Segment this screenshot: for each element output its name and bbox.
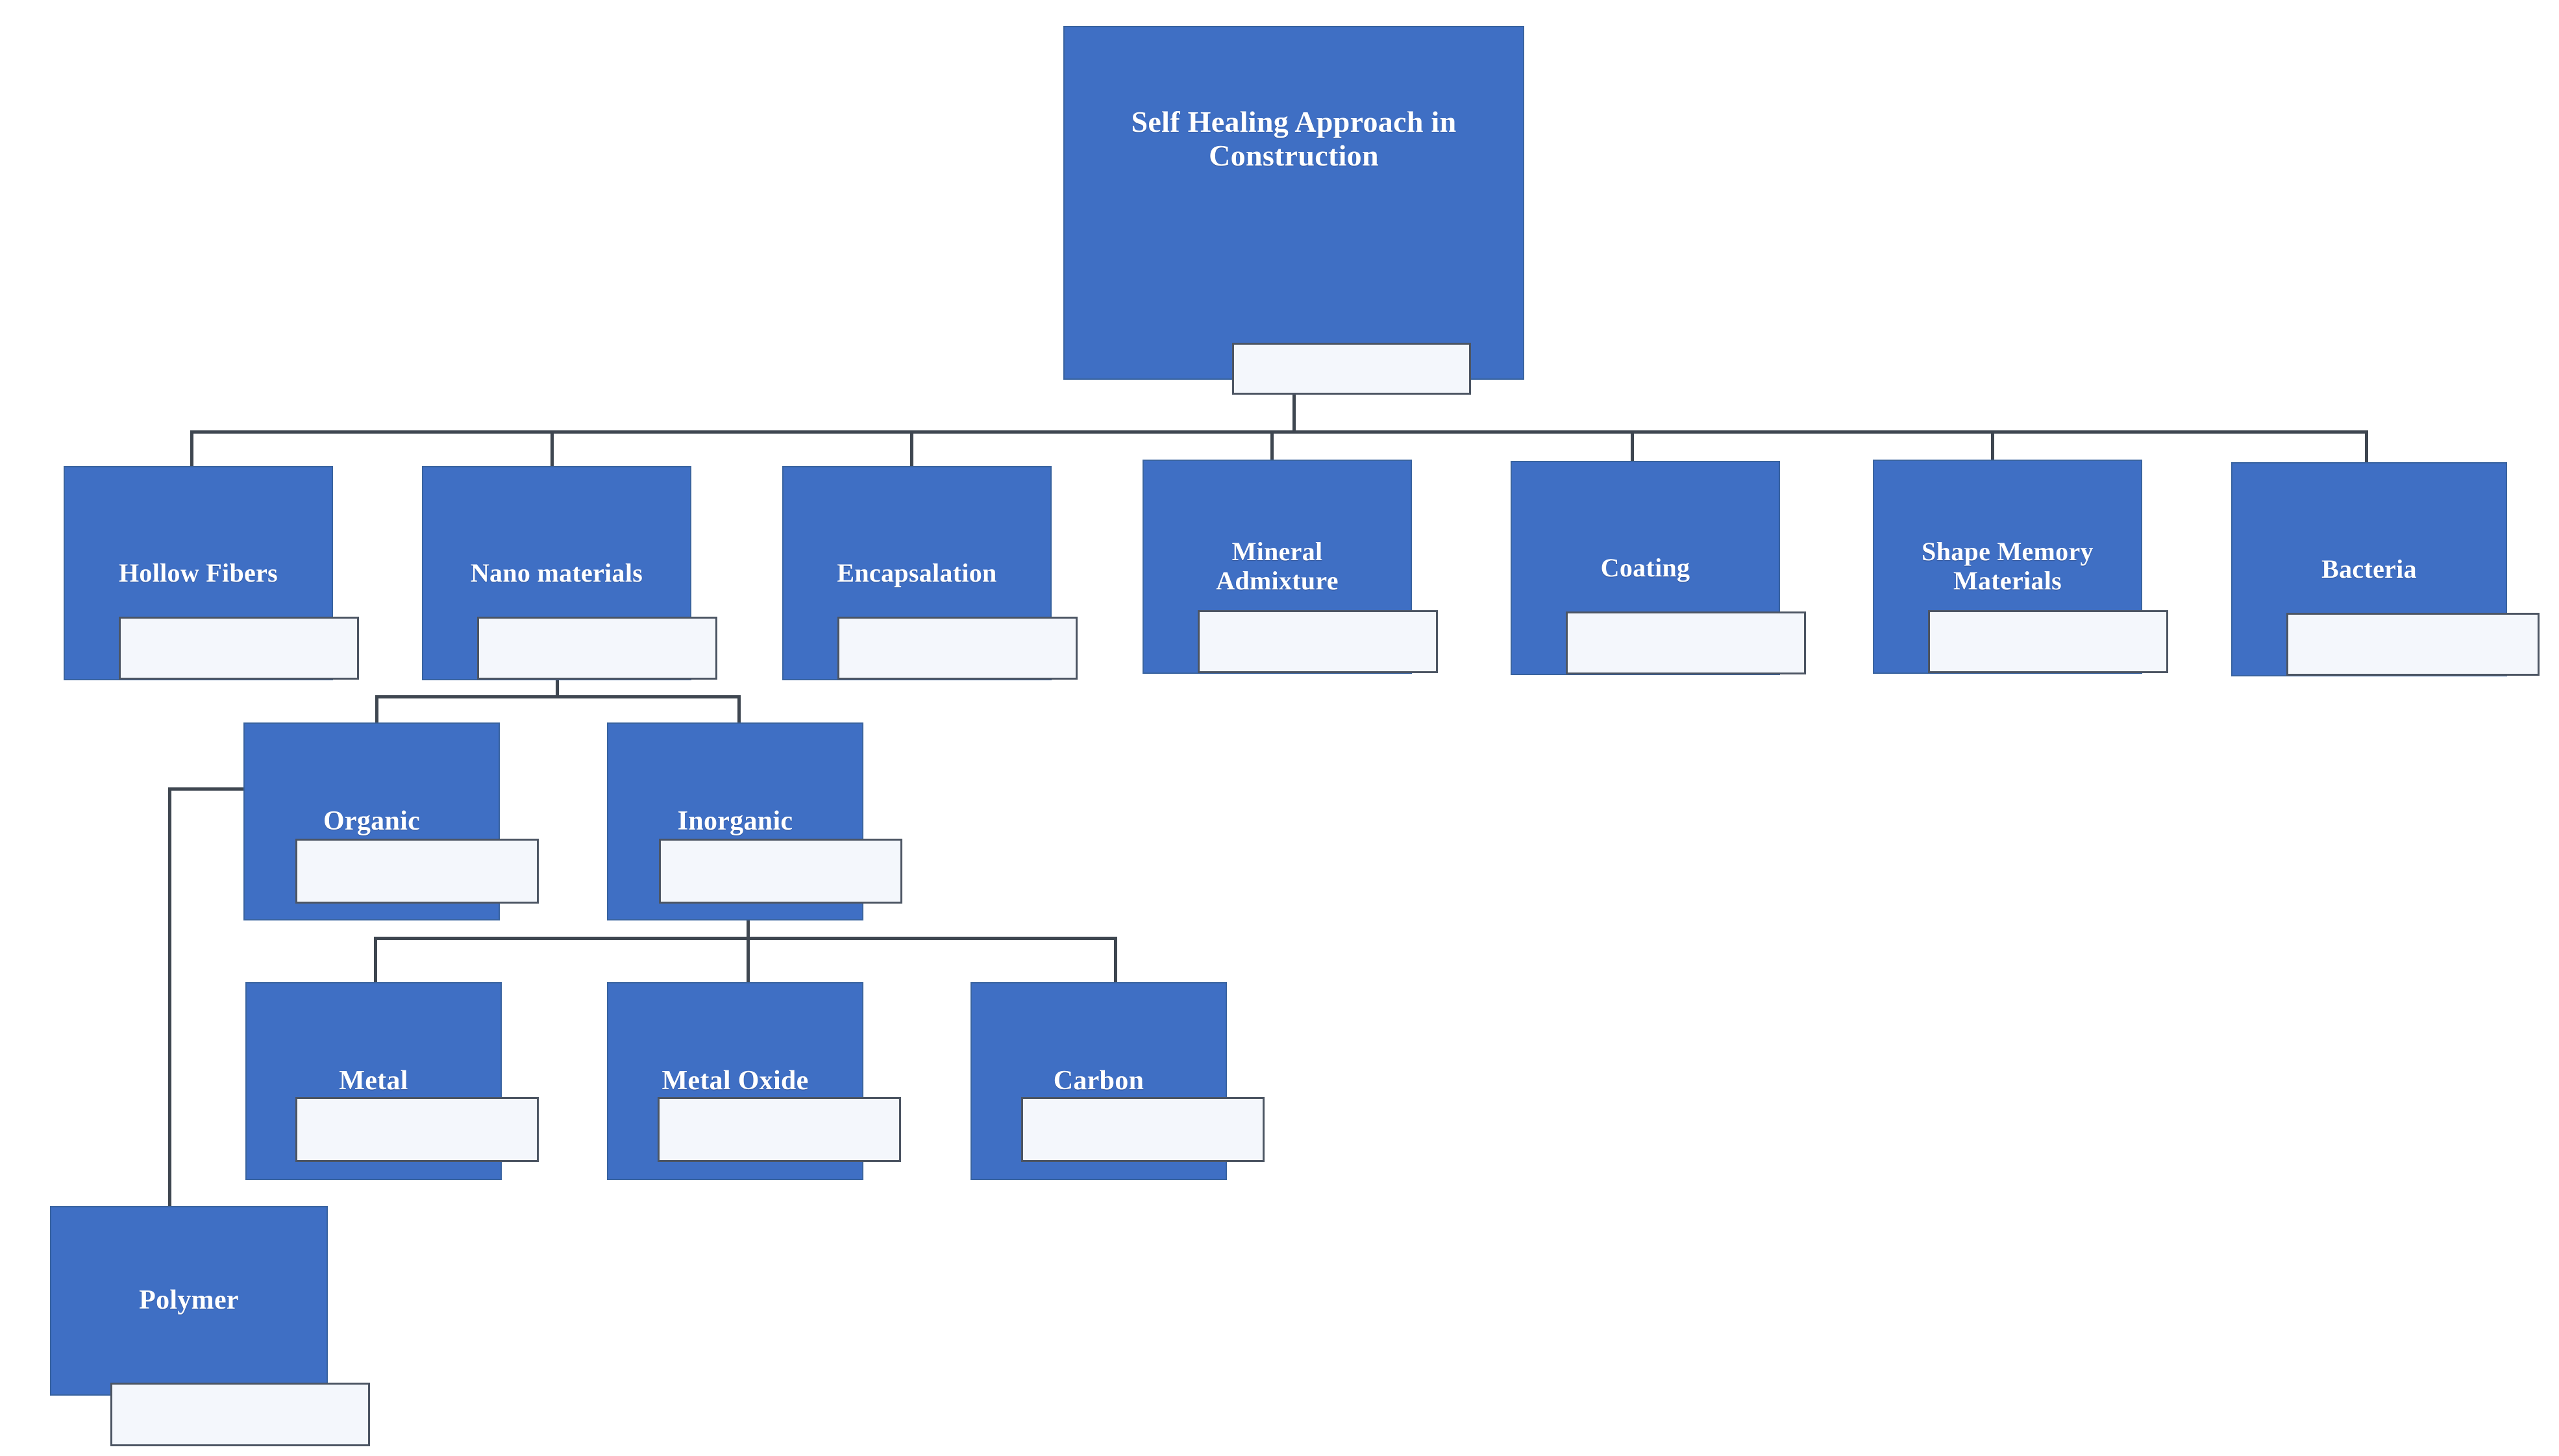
ghost-bacteria[interactable] bbox=[2286, 613, 2540, 676]
node-shape-memory-materials-label: Shape Memory Materials bbox=[1922, 537, 2094, 595]
ghost-nano-materials[interactable] bbox=[477, 617, 717, 680]
ghost-polymer[interactable] bbox=[110, 1383, 370, 1446]
connector-drop-metal bbox=[374, 937, 377, 984]
ghost-mineral-admixture[interactable] bbox=[1198, 610, 1438, 673]
connector-drop-coating bbox=[1631, 430, 1634, 467]
connector-drop-organic bbox=[375, 695, 378, 743]
connector-drop-nano-materials bbox=[550, 430, 554, 467]
ghost-inorganic[interactable] bbox=[659, 839, 902, 904]
connector-drop-encapsalation bbox=[910, 430, 913, 467]
connector-drop-hollow-fibers bbox=[190, 430, 193, 467]
ghost-metal[interactable] bbox=[295, 1097, 539, 1162]
ghost-shape-memory-materials[interactable] bbox=[1928, 610, 2168, 673]
node-metal-oxide-label: Metal Oxide bbox=[661, 1065, 809, 1096]
ghost-root[interactable] bbox=[1232, 343, 1471, 395]
ghost-coating[interactable] bbox=[1566, 611, 1806, 674]
connector-level1-bar bbox=[190, 430, 2367, 434]
node-inorganic-label: Inorganic bbox=[677, 806, 793, 836]
node-root[interactable]: Self Healing Approach in Construction bbox=[1063, 26, 1524, 380]
node-mineral-admixture-label: Mineral Admixture bbox=[1216, 537, 1339, 595]
node-metal-label: Metal bbox=[339, 1065, 408, 1096]
connector-root-stem bbox=[1292, 387, 1296, 432]
ghost-metal-oxide[interactable] bbox=[658, 1097, 901, 1162]
node-root-label: Self Healing Approach in Construction bbox=[1131, 105, 1457, 172]
connector-drop-carbon bbox=[1114, 937, 1117, 984]
node-bacteria-label: Bacteria bbox=[2321, 554, 2417, 584]
node-coating-label: Coating bbox=[1600, 552, 1690, 582]
connector-drop-shape-memory-materials bbox=[1991, 430, 1994, 467]
ghost-organic[interactable] bbox=[295, 839, 539, 904]
connector-organic-to-polymer-vertical bbox=[168, 787, 171, 1209]
ghost-carbon[interactable] bbox=[1021, 1097, 1265, 1162]
node-encapsalation-label: Encapsalation bbox=[837, 558, 997, 587]
connector-nano-bar bbox=[375, 695, 741, 698]
connector-drop-inorganic bbox=[737, 695, 741, 743]
connector-drop-mineral-admixture bbox=[1270, 430, 1274, 467]
node-hollow-fibers-label: Hollow Fibers bbox=[119, 558, 278, 587]
connector-drop-bacteria bbox=[2365, 430, 2368, 467]
connector-organic-to-polymer-horizontal bbox=[168, 787, 246, 791]
ghost-encapsalation[interactable] bbox=[837, 617, 1078, 680]
node-polymer-label: Polymer bbox=[139, 1285, 239, 1316]
ghost-hollow-fibers[interactable] bbox=[119, 617, 359, 680]
node-carbon-label: Carbon bbox=[1053, 1065, 1144, 1096]
node-organic-label: Organic bbox=[323, 806, 421, 836]
node-nano-materials-label: Nano materials bbox=[470, 558, 643, 587]
node-polymer[interactable]: Polymer bbox=[50, 1206, 328, 1396]
connector-drop-metal-oxide bbox=[747, 937, 750, 984]
connector-inorganic-bar bbox=[374, 937, 1117, 940]
